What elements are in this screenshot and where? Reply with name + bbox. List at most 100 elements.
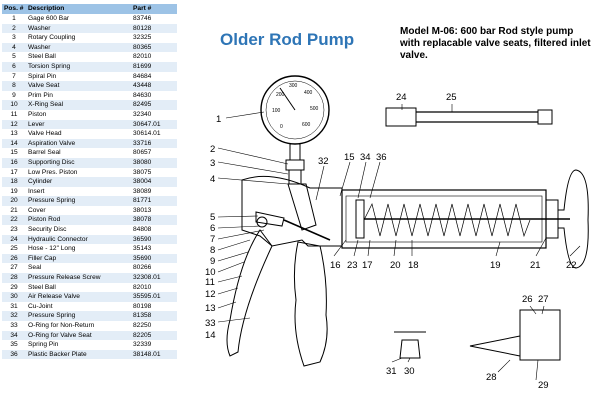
callout-1: 1 bbox=[216, 114, 221, 125]
part-number-cell: 82010 bbox=[133, 53, 152, 61]
position-cell: 35 bbox=[10, 341, 18, 349]
part-number-cell: 32325 bbox=[133, 34, 152, 42]
gauge-tick-500: 500 bbox=[310, 106, 319, 112]
position-cell: 17 bbox=[10, 168, 18, 176]
filler-cap-assembly bbox=[519, 309, 561, 361]
part-number-cell: 30614.01 bbox=[133, 130, 161, 138]
position-cell: 24 bbox=[2, 234, 26, 245]
position-cell: 16 bbox=[2, 157, 26, 168]
callout-7: 7 bbox=[210, 234, 215, 245]
callout-31: 31 bbox=[386, 366, 397, 377]
page-title: Older Rod Pump bbox=[220, 30, 355, 49]
callout-33: 33 bbox=[205, 318, 216, 329]
callout-6: 6 bbox=[210, 223, 215, 234]
gauge-stem bbox=[289, 143, 301, 161]
callout-24: 24 bbox=[396, 92, 407, 103]
pump-body bbox=[241, 175, 343, 247]
callout-34: 34 bbox=[360, 152, 371, 163]
description-cell: Torsion Spring bbox=[26, 61, 131, 72]
part-number-cell: 80128 bbox=[131, 23, 177, 34]
position-cell: 4 bbox=[2, 42, 26, 53]
position-cell: 33 bbox=[10, 322, 18, 329]
description-cell: Prim Pin bbox=[28, 91, 53, 99]
callout-9: 9 bbox=[210, 256, 215, 267]
description-cell: Hose - 12" Long bbox=[28, 245, 76, 253]
callout-4: 4 bbox=[210, 174, 215, 185]
callout-11: 11 bbox=[205, 277, 215, 288]
part-number-cell: 82250 bbox=[133, 322, 152, 329]
callout-5: 5 bbox=[210, 212, 215, 223]
description-cell: Pressure Spring bbox=[26, 311, 131, 321]
callout-18: 18 bbox=[408, 260, 419, 271]
callout-20: 20 bbox=[390, 260, 401, 271]
callout-16: 16 bbox=[330, 260, 341, 271]
part-number-cell: 32308.01 bbox=[131, 273, 177, 283]
position-cell: 12 bbox=[2, 119, 26, 130]
gauge-tick-600: 600 bbox=[302, 122, 311, 128]
callout-29: 29 bbox=[538, 380, 549, 391]
table-row: 5 Steel Ball 82010 bbox=[2, 52, 177, 62]
position-cell: 1 bbox=[12, 15, 16, 22]
description-cell: Seal bbox=[28, 264, 42, 272]
description-cell: Pressure Release Screw bbox=[26, 273, 131, 283]
description-cell: Spiral Pin bbox=[28, 72, 57, 80]
position-cell: 20 bbox=[2, 196, 26, 206]
description-cell: Spring Pin bbox=[28, 341, 59, 349]
position-cell: 10 bbox=[2, 100, 26, 110]
part-number-cell: 38075 bbox=[133, 168, 152, 176]
description-cell: Rotary Coupling bbox=[28, 34, 76, 42]
part-number-cell: 36590 bbox=[131, 234, 177, 245]
description-cell: Pressure Spring bbox=[26, 196, 131, 206]
part-number-cell: 80365 bbox=[131, 42, 177, 53]
description-cell: Aspiration Valve bbox=[26, 138, 131, 149]
part-number-cell: 38148.01 bbox=[131, 349, 177, 360]
part-number-cell: 81358 bbox=[131, 311, 177, 321]
callout-8: 8 bbox=[210, 245, 215, 256]
t-handle bbox=[557, 169, 589, 269]
part-number-cell: 38013 bbox=[133, 206, 152, 214]
low-pressure-piston bbox=[355, 199, 365, 239]
part-number-cell: 30647.01 bbox=[131, 119, 177, 130]
position-cell: 28 bbox=[2, 273, 26, 283]
pressure-release-screw bbox=[469, 335, 521, 357]
position-cell: 36 bbox=[2, 349, 26, 360]
description-cell: Valve Head bbox=[28, 130, 62, 138]
position-cell: 26 bbox=[2, 253, 26, 264]
position-cell: 29 bbox=[10, 283, 18, 291]
part-number-cell: 84808 bbox=[133, 226, 152, 234]
position-cell: 22 bbox=[2, 215, 26, 226]
position-cell: 27 bbox=[10, 264, 18, 272]
description-cell: Piston Rod bbox=[26, 215, 131, 226]
part-number-cell: 32339 bbox=[133, 341, 152, 349]
part-number-cell: 35595.01 bbox=[131, 292, 177, 302]
position-cell: 15 bbox=[10, 149, 18, 157]
model-description: Model M-06: 600 bar Rod style pump with … bbox=[400, 26, 591, 61]
position-cell: 8 bbox=[2, 81, 26, 91]
part-number-cell: 82010 bbox=[133, 283, 152, 291]
pump-diagram: 0 100 200 300 400 500 600 1 2 3 4 5 6 7 … bbox=[205, 75, 589, 391]
position-cell: 9 bbox=[12, 91, 16, 99]
position-cell: 6 bbox=[2, 61, 26, 72]
callout-27: 27 bbox=[538, 294, 549, 305]
description-cell: Valve Seat bbox=[26, 81, 131, 91]
position-cell: 21 bbox=[10, 206, 18, 214]
position-cell: 3 bbox=[12, 34, 16, 42]
position-cell: 5 bbox=[12, 53, 16, 61]
callout-25: 25 bbox=[446, 92, 457, 103]
position-cell: 18 bbox=[2, 177, 26, 187]
description-cell: Steel Ball bbox=[28, 53, 56, 61]
callout-28: 28 bbox=[486, 372, 497, 383]
column-header: Pos. # bbox=[2, 4, 26, 14]
